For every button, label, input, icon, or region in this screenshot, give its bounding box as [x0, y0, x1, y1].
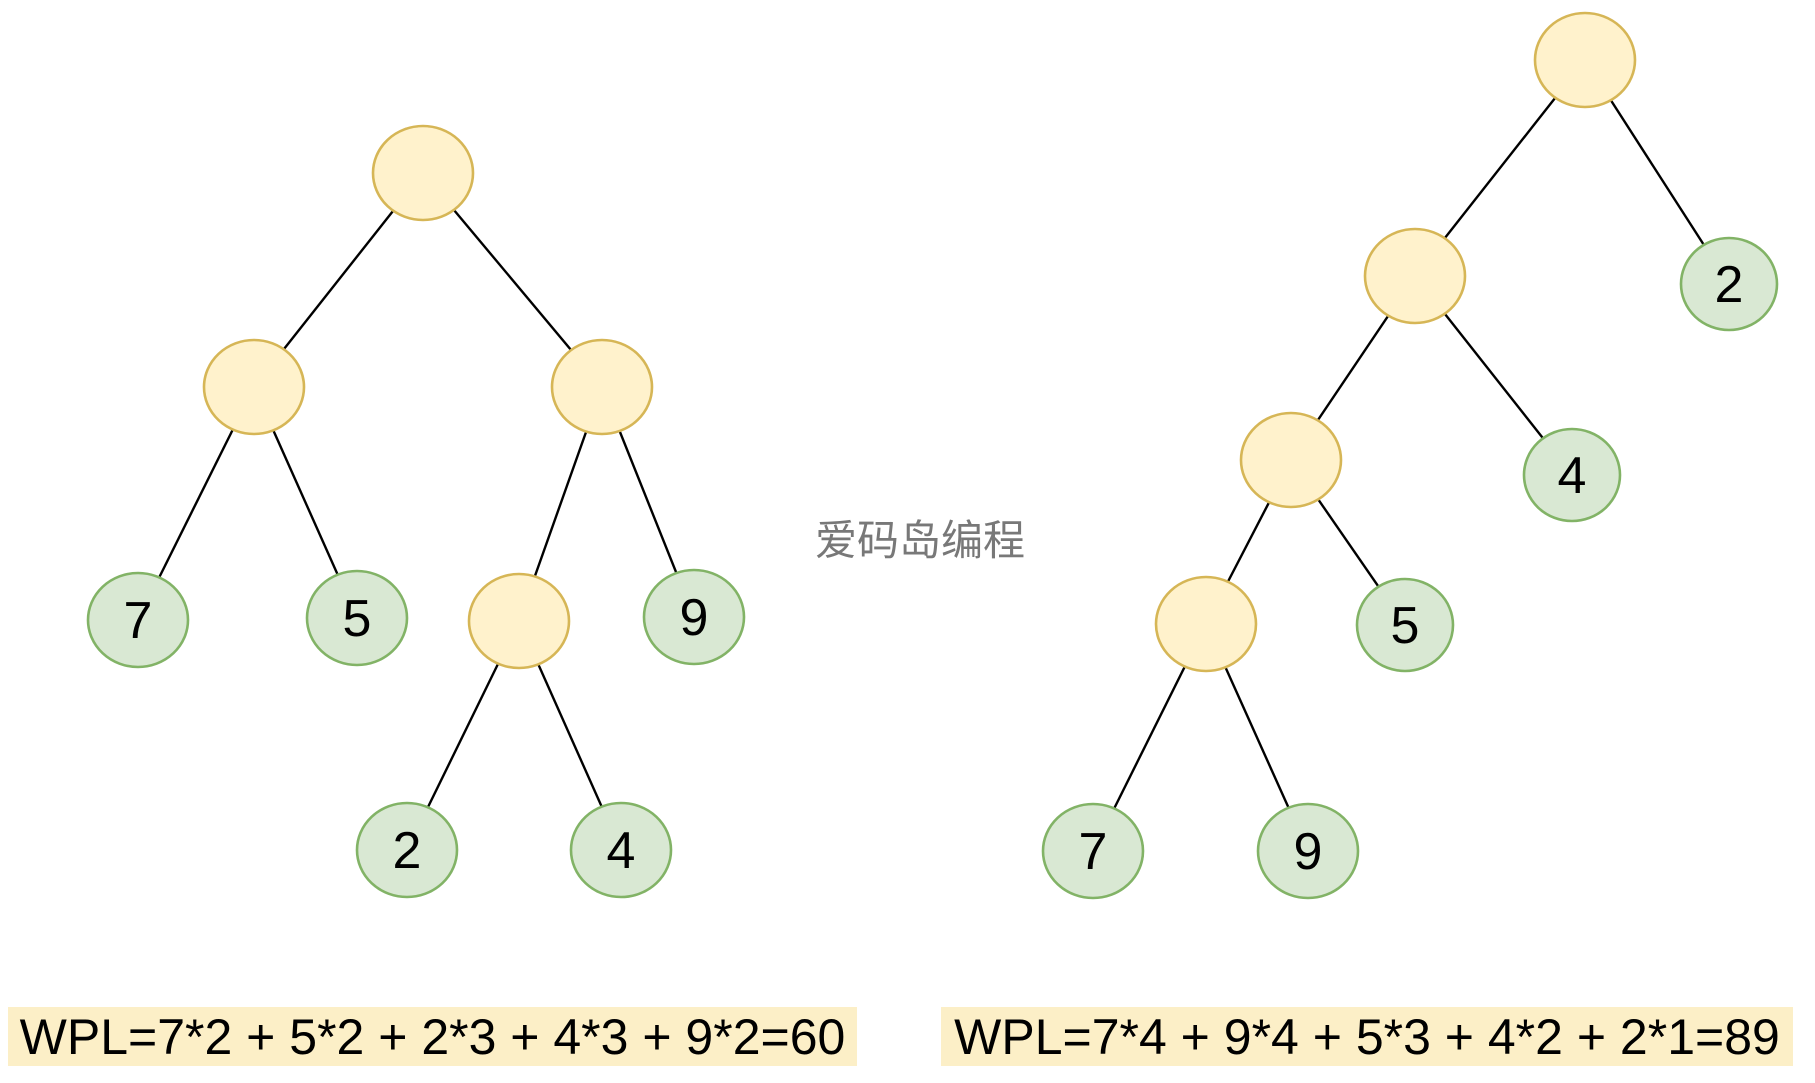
left-internal-node-l: [202, 338, 306, 436]
left-leaf-node-9: [642, 568, 746, 666]
left-leaf-node-4: [569, 801, 673, 899]
left-leaf-label-4: 4: [607, 822, 636, 880]
left-root-internal-node: [371, 124, 475, 222]
right-leaf-node-7: [1041, 802, 1145, 900]
right-internal-node-ll: [1239, 411, 1343, 509]
right-leaf-label-4: 4: [1558, 447, 1587, 505]
left-leaf-node-2: [355, 801, 459, 899]
right-leaf-label-7: 7: [1079, 823, 1108, 881]
left-internal-node-rl: [467, 572, 571, 670]
left-leaf-node-7: [86, 571, 190, 669]
left-leaf-node-5: [305, 569, 409, 667]
right-leaf-label-5: 5: [1391, 597, 1420, 655]
left-leaf-label-9: 9: [680, 589, 709, 647]
right-internal-node-l: [1363, 227, 1467, 325]
watermark-text: 爱码岛编程: [815, 517, 1026, 564]
left-leaf-label-2: 2: [393, 822, 422, 880]
right-leaf-label-9: 9: [1294, 823, 1323, 881]
right-wpl-formula: WPL=7*4 + 9*4 + 5*3 + 4*2 + 2*1=89: [941, 1007, 1793, 1066]
right-leaf-node-4: [1522, 427, 1622, 523]
left-wpl-formula: WPL=7*2 + 5*2 + 2*3 + 4*3 + 9*2=60: [8, 1007, 857, 1066]
right-tree: 2 4 5 7 9: [1041, 11, 1779, 900]
left-leaf-label-7: 7: [124, 592, 153, 650]
right-leaf-node-5: [1355, 577, 1455, 673]
right-leaf-label-2: 2: [1715, 256, 1744, 314]
left-tree: 7 5 9 2 4: [86, 124, 746, 899]
left-internal-node-r: [550, 338, 654, 436]
right-leaf-node-2: [1679, 236, 1779, 332]
left-leaf-label-5: 5: [343, 590, 372, 648]
right-internal-node-lll: [1154, 575, 1258, 673]
right-root-internal-node: [1533, 11, 1637, 109]
right-leaf-node-9: [1256, 802, 1360, 900]
